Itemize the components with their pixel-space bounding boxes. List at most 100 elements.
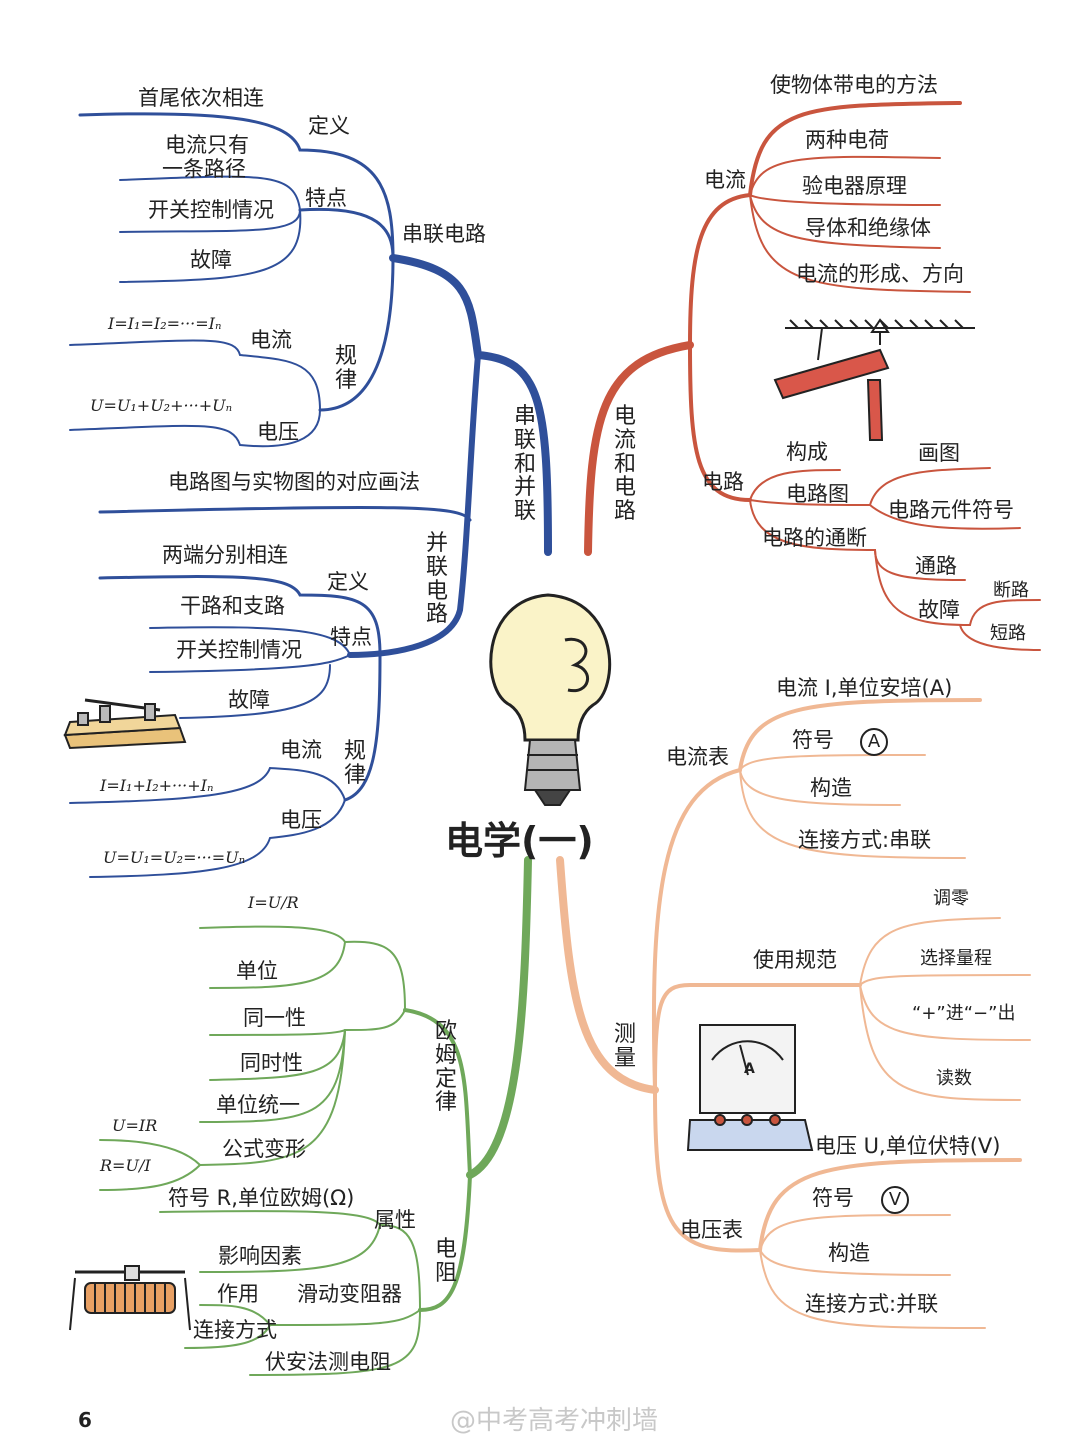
series-definition-node: 定义 [308,114,350,138]
blue-diagram-line [98,505,472,522]
watermark: @中考高考冲刺墙 [450,1406,659,1436]
ammeter-symbol-circle: A [860,728,888,756]
circuit-symbols: 电路元件符号 [888,498,1014,522]
ohm-item-5: 公式变形 [222,1137,306,1161]
usage-item-2: 选择量程 [920,948,992,969]
charged-rods-illustration [773,318,975,441]
voltmeter-node: 电压表 [680,1218,743,1242]
fault-item-1: 断路 [993,580,1029,601]
blue-par-law [343,653,382,802]
usage-node: 使用规范 [753,948,837,972]
circuit-item-1: 构成 [786,440,828,464]
onoff-item-2: 故障 [918,598,960,622]
ohm-formula-1: U=IR [112,1116,158,1135]
meter-face-letter: A [744,1061,755,1077]
ammeter-top: 电流 I,单位安培(A) [776,676,953,700]
volt-amp-item: 伏安法测电阻 [265,1350,391,1374]
ohm-item-3: 同时性 [240,1051,303,1075]
voltmeter-item-1: 构造 [828,1241,870,1265]
diagram-drawing-item: 电路图与实物图的对应画法 [168,470,420,494]
ohm-law-node: 欧姆定律 [434,1019,457,1116]
rheostat-item-2: 连接方式 [193,1318,277,1342]
series-voltage-node: 电压 [257,420,299,444]
property-node: 属性 [374,1208,416,1232]
onoff-item-1: 通路 [915,554,957,578]
parallel-feature-2: 开关控制情况 [176,638,302,662]
ohm-item-4: 单位统一 [216,1093,300,1117]
blue-par-def [98,575,382,657]
ohm-formula: I=U/R [248,893,299,912]
parallel-voltage-formula: U=U₁=U₂=···=Uₙ [103,848,246,867]
knife-switch-illustration [63,698,187,750]
center-title: 电学(一) [445,819,594,863]
parallel-def-item: 两端分别相连 [162,543,288,567]
branch-resistance: 电阻 [434,1237,457,1286]
current-item-2: 验电器原理 [802,174,907,198]
orange-trunk [556,856,659,1094]
parallel-voltage-node: 电压 [280,808,322,832]
parallel-circuit-node: 并联电路 [425,531,448,628]
usage-item-3: “+”进“−”出 [912,1003,1016,1024]
voltmeter-item-2: 连接方式:并联 [805,1292,939,1316]
series-current-formula: I=I₁=I₂=···=Iₙ [108,314,222,333]
ammeter-item-2: 连接方式:串联 [798,828,932,852]
parallel-definition-node: 定义 [327,570,369,594]
current-top-item: 使物体带电的方法 [770,73,938,97]
branch-measurement: 测量 [613,1022,636,1071]
branch-series-parallel: 串联和并联 [513,404,536,524]
blue-trunk [389,254,552,556]
current-item-3: 导体和绝缘体 [805,216,931,240]
ohm-item-2: 同一性 [243,1006,306,1030]
series-feature-1: 电流只有 [165,133,249,157]
ammeter-symbol: 符号 [792,728,834,752]
page-number: 6 [78,1408,92,1432]
ammeter-item-1: 构造 [810,776,852,800]
fault-item-2: 短路 [990,623,1026,644]
parallel-feature-1: 干路和支路 [180,594,285,618]
parallel-feature-3: 故障 [228,688,270,712]
series-feature-2: 开关控制情况 [148,198,274,222]
series-circuit-node: 串联电路 [402,222,486,246]
rheostat-node: 滑动变阻器 [297,1282,402,1306]
circuit-node: 电路 [702,470,744,494]
series-feature-1b: 一条路径 [162,157,246,181]
parallel-current-node: 电流 [280,738,322,762]
blue-trunk-par [347,352,481,658]
red-trunk [584,341,694,556]
voltmeter-symbol-circle: V [881,1186,909,1214]
circuit-drawing: 画图 [918,441,960,465]
meter-illustration [686,1024,814,1151]
blue-series-def [78,112,395,260]
circuit-item-2: 电路图 [786,482,849,506]
blue-series-law [318,256,395,412]
ammeter-node: 电流表 [666,745,729,769]
parallel-laws-node: 规律 [343,739,366,788]
branch-current-circuit: 电流和电路 [613,404,636,524]
property-item-1: 符号 R,单位欧姆(Ω) [168,1186,355,1210]
voltmeter-symbol: 符号 [812,1186,854,1210]
circuit-item-3: 电路的通断 [762,526,867,550]
green-trunk [466,856,532,1179]
property-item-2: 影响因素 [218,1244,302,1268]
bulb-illustration [489,593,612,806]
current-item-4: 电流的形成、方向 [796,262,964,286]
series-features-node: 特点 [305,186,347,210]
current-node: 电流 [704,168,746,192]
rheostat-item-1: 作用 [217,1282,259,1306]
ohm-item-1: 单位 [236,959,278,983]
series-voltage-formula: U=U₁+U₂+···+Uₙ [90,396,233,415]
usage-item-1: 调零 [933,888,969,909]
series-laws-node: 规律 [334,344,357,393]
current-item-1: 两种电荷 [805,128,889,152]
usage-item-4: 读数 [936,1068,972,1089]
series-feature-3: 故障 [190,248,232,272]
rheostat-illustration [69,1265,191,1331]
series-current-node: 电流 [250,328,292,352]
parallel-current-formula: I=I₁+I₂+···+Iₙ [100,776,214,795]
parallel-features-node: 特点 [330,625,372,649]
ohm-formula-2: R=U/I [100,1156,151,1175]
voltmeter-top: 电压 U,单位伏特(V) [815,1134,1001,1158]
series-def-item: 首尾依次相连 [138,86,264,110]
